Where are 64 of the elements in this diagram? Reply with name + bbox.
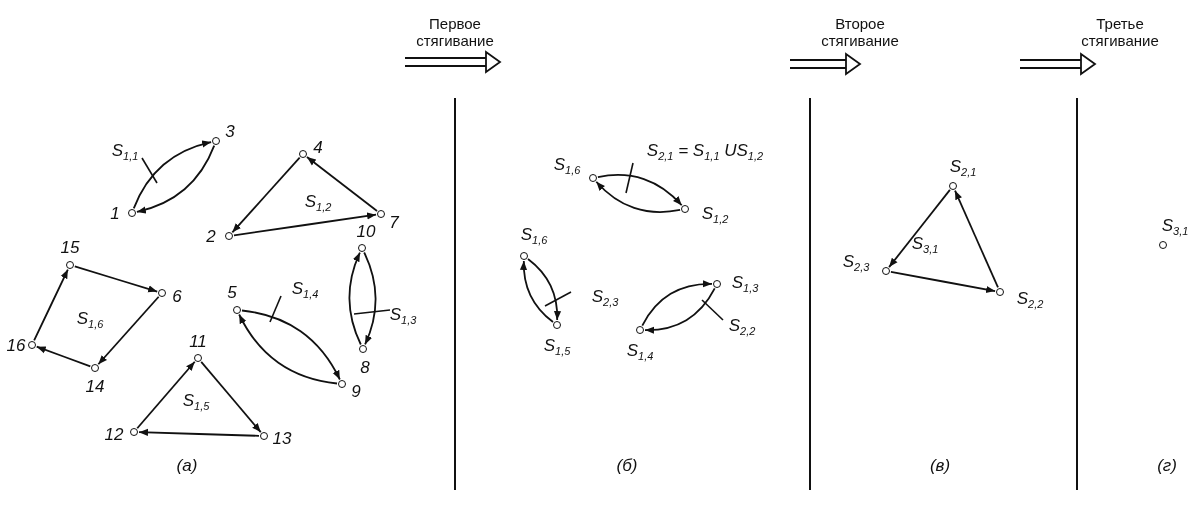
vertex-label: 10: [356, 222, 376, 240]
arrow: [888, 189, 951, 268]
arrow: [73, 265, 159, 293]
vertex-label: 5: [227, 283, 237, 301]
arrow: [597, 174, 683, 207]
vertex-label: S$_{1,3}$: [731, 273, 759, 295]
vertex-label: S$_{1,2}$: [701, 204, 729, 226]
subgraph-label: S$_{1,1}$: [111, 141, 139, 163]
vertex-label: S$_{1,6}$: [520, 225, 548, 247]
vertex-label: S$_{1,4}$: [626, 341, 654, 363]
arrow: [233, 212, 377, 237]
arrow: [595, 180, 681, 213]
vertex-label: 7: [389, 213, 399, 231]
panel-label: (а): [176, 456, 198, 474]
vertex-label: 8: [360, 358, 370, 376]
vertex-label: 3: [225, 122, 235, 140]
subgraph-label: S$_{1,6}$: [76, 309, 104, 331]
arrow: [890, 271, 996, 293]
vertex-label: 15: [60, 238, 80, 256]
arrow: [644, 287, 716, 334]
arrow: [97, 295, 160, 366]
arrow: [33, 268, 69, 342]
vertex-label: 6: [172, 287, 182, 305]
vertex-label: 11: [189, 332, 207, 350]
subgraph-label: S$_{2,3}$: [591, 287, 619, 309]
subgraph-label: S$_{1,5}$: [182, 391, 210, 413]
arrow: [306, 156, 378, 212]
panel-label: (в): [929, 456, 951, 474]
panel-label: (б): [616, 456, 638, 474]
arrow: [527, 258, 561, 321]
step-heading: Первое стягивание: [415, 14, 495, 50]
arrow: [520, 260, 554, 323]
step-heading: Второе стягивание: [820, 14, 900, 50]
subgraph-label: S$_{1,3}$: [389, 305, 417, 327]
subgraph-label: S$_{1,2}$: [304, 192, 332, 214]
arrow: [35, 345, 92, 368]
vertex-label: S$_{2,1}$: [949, 157, 977, 179]
panel-label: (г): [1157, 456, 1177, 474]
vertex-label: 16: [6, 336, 26, 354]
vertex-label: 9: [351, 382, 361, 400]
arrow: [231, 156, 301, 234]
vertex-label: 13: [272, 429, 292, 447]
vertex-label: S$_{3,1}$: [1161, 216, 1189, 238]
step-heading: Третье стягивание: [1080, 14, 1160, 50]
arrow: [954, 189, 999, 289]
subgraph-label: S$_{3,1}$: [911, 234, 939, 256]
arrow: [641, 280, 713, 327]
arrow: [136, 360, 196, 430]
subgraph-label: S$_{2,2}$: [728, 316, 756, 338]
arrow: [200, 360, 262, 434]
vertex-label: 12: [104, 425, 124, 443]
vertex-label: 4: [313, 138, 323, 156]
vertex-label: 1: [110, 204, 120, 222]
vertex-label: S$_{2,2}$: [1016, 289, 1044, 311]
subgraph-label: S$_{2,1}$ = S$_{1,1}$ US$_{1,2}$: [646, 141, 764, 163]
subgraph-label: S$_{1,4}$: [291, 279, 319, 301]
vertex-label: S$_{1,5}$: [543, 336, 571, 358]
arrow: [138, 428, 260, 437]
vertex-label: 2: [206, 227, 216, 245]
vertex-label: S$_{2,3}$: [842, 252, 870, 274]
vertex-label: S$_{1,6}$: [553, 155, 581, 177]
arrow: [348, 251, 362, 346]
vertex-label: 14: [85, 377, 105, 395]
arrow: [363, 251, 377, 346]
